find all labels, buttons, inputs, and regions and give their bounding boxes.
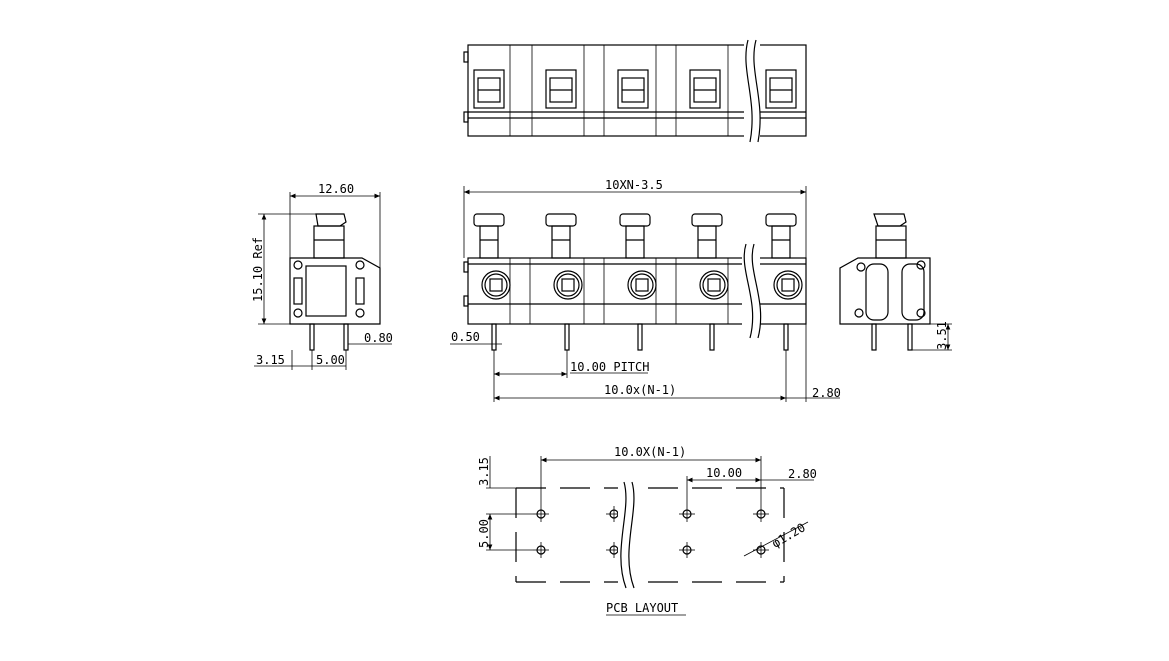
pcb-layout <box>515 481 785 589</box>
front-view-dividers <box>509 258 729 324</box>
top-view-dividers <box>509 45 729 136</box>
top-view <box>463 39 807 143</box>
pcb-row-spacing-label: 5.00 <box>477 519 491 548</box>
pcb-layout-title: PCB LAYOUT <box>606 601 678 615</box>
right-side-view: 3.51 <box>839 213 952 351</box>
pcb-break <box>618 481 640 589</box>
left-side-view <box>289 213 381 351</box>
pitch-label: 10.00 PITCH <box>570 360 649 374</box>
pcb-hole-diameter-label: φ1.20 <box>770 520 808 550</box>
pin-width-label: 0.80 <box>364 331 393 345</box>
front-view-dimensions: 10XN-3.5 0.50 10.00 PITCH 10.0x(N-1) 2.8… <box>450 178 841 402</box>
side-width-label: 12.60 <box>318 182 354 196</box>
pcb-dimensions: 10.0X(N-1) 10.00 2.80 3.15 5.00 φ1.20 PC… <box>477 445 817 616</box>
overall-length-label: 10XN-3.5 <box>605 178 663 192</box>
front-view <box>463 213 807 351</box>
pin-thickness-label: 0.50 <box>451 330 480 344</box>
pcb-top-offset-label: 3.15 <box>477 457 491 486</box>
pin-length-label: 3.51 <box>935 321 949 350</box>
pcb-pitch-label: 10.00 <box>706 466 742 480</box>
front-view-break <box>742 243 762 339</box>
top-view-break <box>744 39 761 143</box>
top-view-levers <box>473 69 797 109</box>
pcb-holes <box>533 506 769 558</box>
end-offset-label: 2.80 <box>812 386 841 400</box>
left-offset-label: 3.15 <box>256 353 285 367</box>
left-side-dimensions: 12.60 15.10 Ref 0.80 3.15 5.00 <box>251 182 393 370</box>
side-height-label: 15.10 Ref <box>251 237 265 302</box>
row-spacing-label: 5.00 <box>316 353 345 367</box>
span-label: 10.0x(N-1) <box>604 383 676 397</box>
pcb-span-label: 10.0X(N-1) <box>614 445 686 459</box>
front-view-wire-holes <box>481 270 803 300</box>
pcb-end-offset-label: 2.80 <box>788 467 817 481</box>
front-view-push-buttons <box>473 213 797 259</box>
